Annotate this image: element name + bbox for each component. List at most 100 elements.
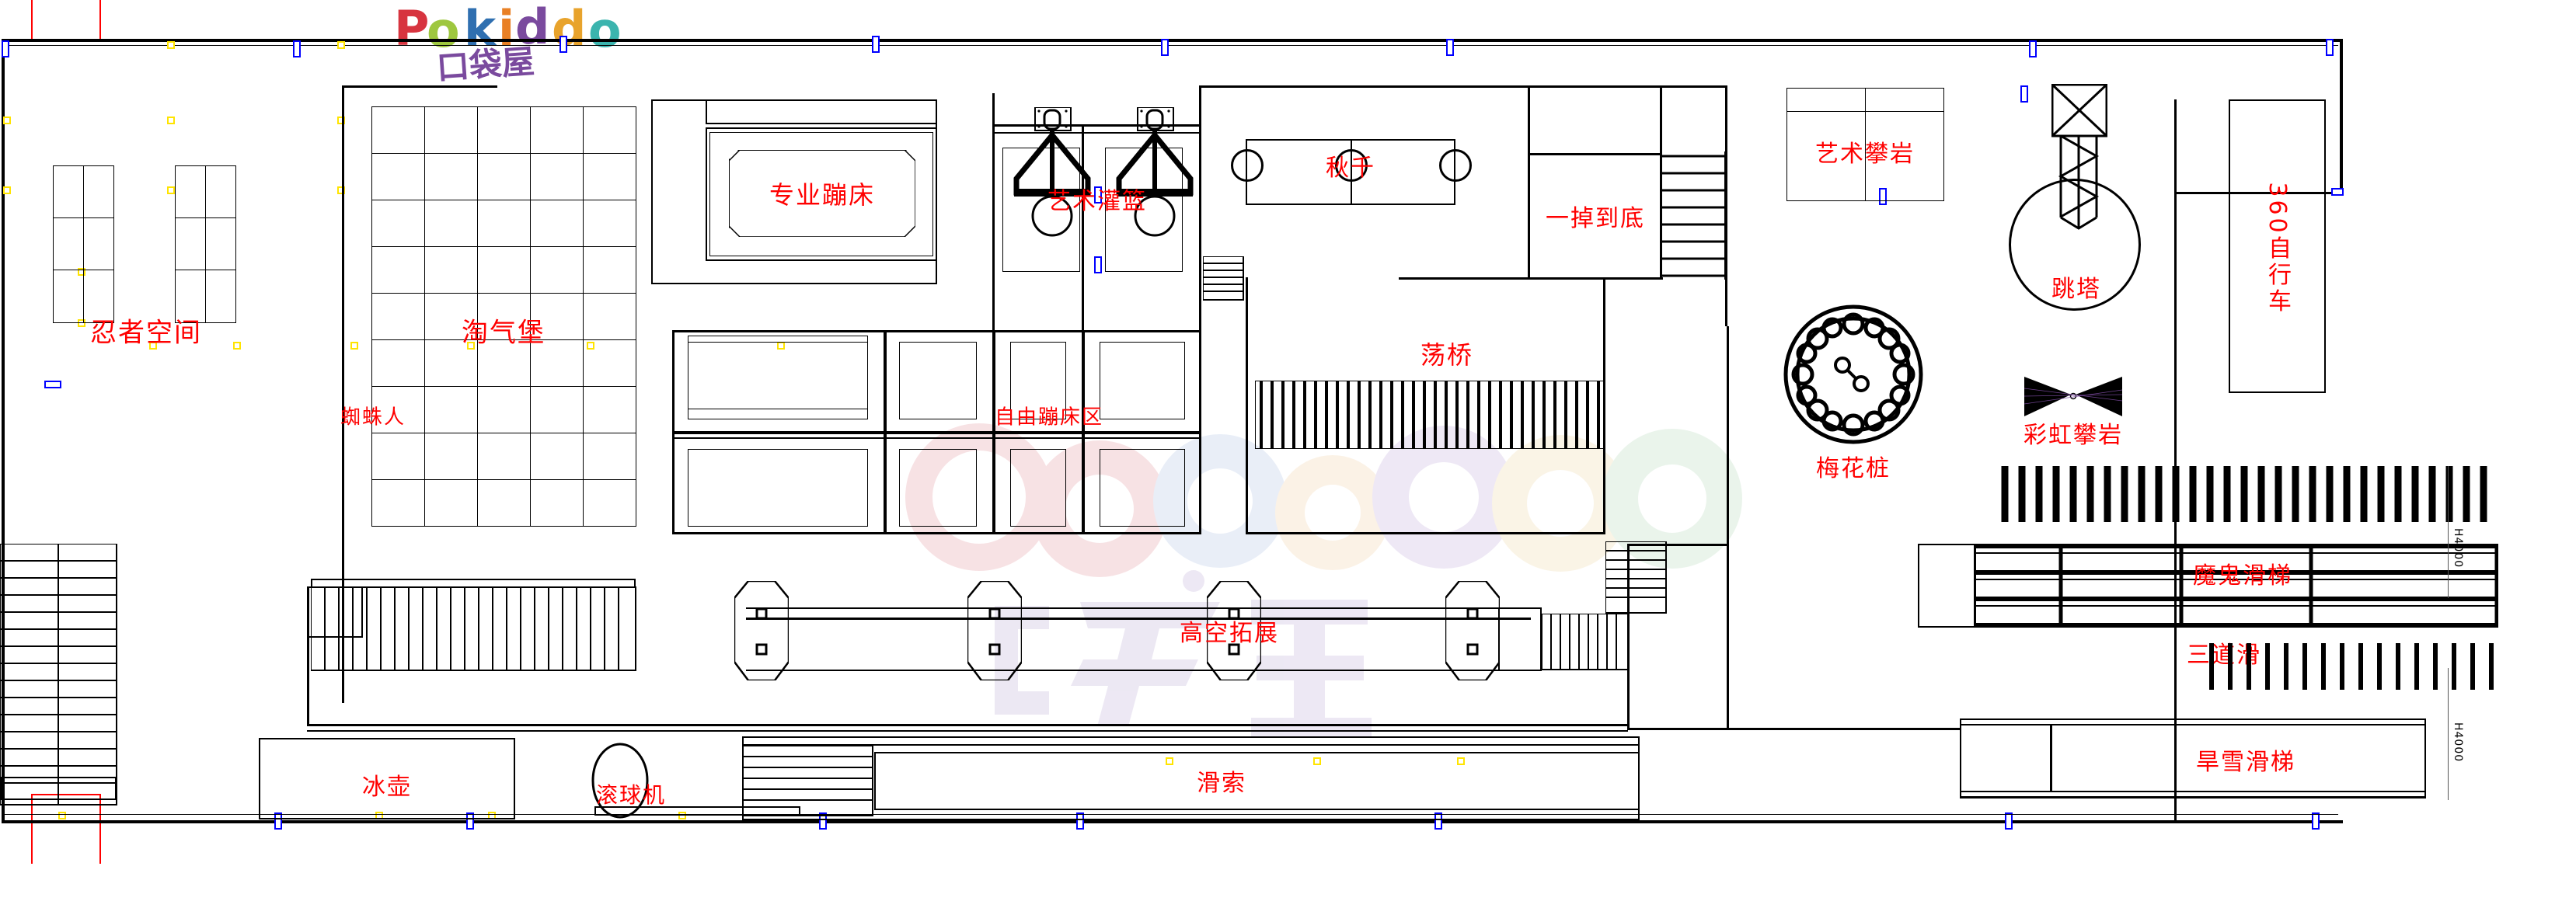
node-marker — [350, 342, 358, 350]
door-marker — [1076, 812, 1084, 830]
svg-text:i: i — [498, 0, 514, 57]
trampoline-pads-outer-top — [672, 330, 1201, 332]
wall-dunk-top-beam2 — [992, 132, 1201, 134]
trampoline-pad — [1010, 449, 1066, 527]
zone-label-art-dunk: 艺术灌篮 — [1047, 188, 1147, 215]
door-marker — [466, 812, 474, 830]
rope-bridge-planks — [1254, 380, 1605, 453]
node-marker — [233, 342, 241, 350]
brand-logo: P o k i d d o 口袋屋 — [392, 0, 695, 87]
door-marker — [2312, 812, 2320, 830]
node-marker — [337, 41, 345, 49]
stair-hatch-left — [0, 543, 120, 812]
dry-snow-bottom-rail — [1960, 791, 2426, 798]
ball-machine-ellipse — [591, 742, 650, 823]
swing-seat-2 — [1335, 149, 1368, 182]
trampoline-pad — [688, 449, 868, 527]
zone-label-dry-snow-slide: 旱雪滑梯 — [2196, 749, 2295, 776]
highropes-ladder — [1541, 613, 1631, 676]
wall-divider-1 — [342, 85, 344, 703]
trampoline-pads-v1 — [884, 330, 887, 534]
node-marker — [467, 342, 475, 350]
wall-right-upper — [2340, 39, 2343, 194]
trampoline-pads-v3 — [1082, 330, 1085, 534]
wall-bottom-inner — [5, 814, 2338, 815]
door-marker — [1879, 188, 1887, 205]
svg-text:o: o — [427, 2, 460, 58]
node-marker — [58, 812, 66, 819]
rainbow-climbing-bowtie — [2024, 373, 2123, 425]
dimension-line-right — [2448, 466, 2449, 598]
door-marker — [1434, 812, 1442, 830]
trampoline-pad — [1100, 342, 1185, 419]
door-marker — [1094, 256, 1102, 273]
zone-art-climbing — [1786, 87, 1944, 201]
highropes-rail-top — [746, 607, 1531, 609]
bridge-zone-left — [1246, 277, 1248, 534]
trampoline-pads-v2 — [992, 330, 995, 534]
highropes-rail-bottom — [746, 670, 1531, 671]
zone-label-art-climbing: 艺术攀岩 — [1815, 141, 1915, 168]
trampoline-pads-outer-bottom — [672, 532, 1201, 534]
door-marker — [274, 812, 282, 830]
door-marker — [293, 40, 301, 57]
zone-label-free-trampoline: 自由蹦床区 — [994, 405, 1104, 430]
jump-tower-landing-circle — [2009, 179, 2141, 311]
zone-dry-snow-slide — [1960, 718, 2426, 798]
wall-divider-1-top — [342, 85, 497, 88]
highropes-platform — [966, 579, 1023, 684]
node-marker — [167, 186, 175, 194]
dunk-lane-1 — [1002, 148, 1080, 272]
stair-landing-left — [0, 777, 117, 800]
dry-snow-top-rail — [1960, 718, 2426, 725]
zone-label-spiderman: 蜘蛛人 — [340, 405, 406, 430]
svg-text:o: o — [588, 2, 622, 58]
left-lower-elbow-h — [307, 724, 1628, 726]
jump-tower-structure — [2051, 83, 2108, 235]
devil-slide-landing — [1918, 544, 1976, 628]
trampoline-pad — [899, 342, 977, 419]
zipline-lane — [874, 752, 1640, 810]
bridge-zone-bottom — [1246, 532, 1605, 534]
ball-machine-base — [594, 806, 800, 816]
wall-right-notch — [2176, 192, 2343, 194]
wall-top-inner — [5, 45, 2338, 46]
node-marker — [149, 342, 157, 350]
dimension-label-h4000-lower: H4000 — [2452, 722, 2464, 763]
node-marker — [337, 186, 345, 194]
node-marker — [167, 41, 175, 49]
zone-label-curling: 冰壶 — [362, 774, 412, 801]
zone-pro-trampoline-bed-oct — [728, 149, 916, 238]
highropes-end-pad — [1498, 607, 1542, 671]
svg-text:d: d — [552, 0, 586, 57]
left-lower-landing — [311, 579, 636, 588]
zone-label-ball-machine: 滚球机 — [595, 782, 667, 808]
basketball-hoop-2 — [1113, 106, 1198, 274]
zone-pro-trampoline-frame-outer — [706, 127, 937, 261]
highropes-rail-mid — [746, 618, 1531, 620]
door-marker — [2020, 85, 2028, 103]
zone-pro-trampoline-header — [706, 99, 937, 124]
zone-pro-trampoline-frame-inner — [709, 132, 933, 256]
door-marker — [872, 36, 880, 53]
zone-label-rainbow-climbing: 彩虹攀岩 — [2024, 422, 2123, 449]
wall-bike-left — [2174, 99, 2177, 393]
svg-text:k: k — [464, 0, 497, 57]
node-marker — [337, 117, 345, 124]
svg-text:口袋屋: 口袋屋 — [435, 42, 535, 85]
svg-text:d: d — [515, 0, 549, 55]
wall-left — [2, 39, 5, 392]
left-lower-hatch — [310, 586, 637, 676]
door-marker — [1161, 39, 1169, 56]
door-marker — [2, 40, 9, 57]
swing-seat-3 — [1439, 149, 1472, 182]
trampoline-pad — [899, 449, 977, 527]
door-marker — [2331, 188, 2344, 196]
zone-label-ninja-space: 忍者空间 — [90, 317, 202, 349]
dimension-label-h4000-upper: H4000 — [2452, 528, 2464, 569]
devil-slide-lanes — [1971, 544, 2499, 631]
highropes-platform — [1205, 579, 1263, 684]
wall-swing-left — [1199, 85, 1201, 264]
left-lower-elbow-h2 — [307, 730, 1628, 732]
